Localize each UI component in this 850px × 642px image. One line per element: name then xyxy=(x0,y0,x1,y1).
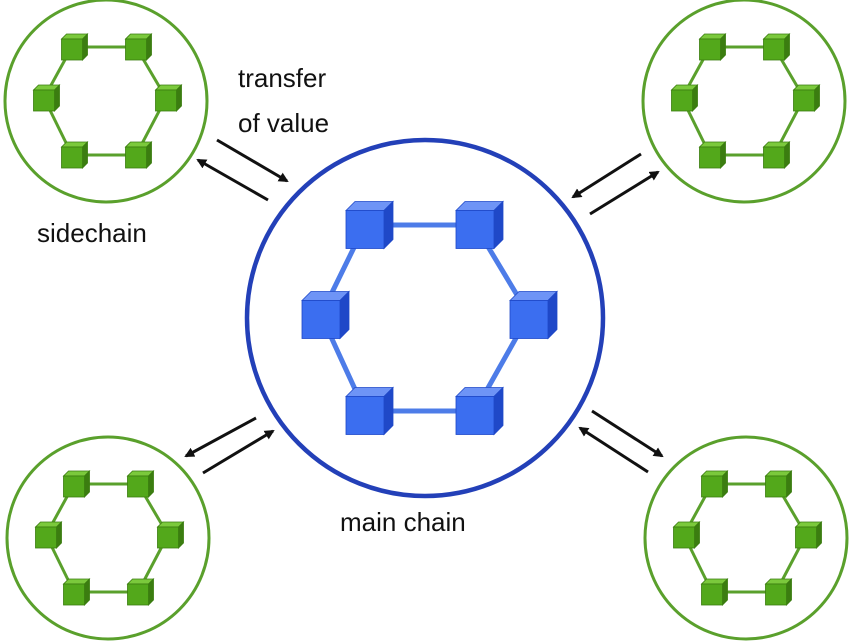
bidirectional-arrow-icon xyxy=(571,152,642,199)
sidechain-bottom-right-ring xyxy=(643,435,849,641)
cube-icon xyxy=(156,521,185,549)
transfer-label-line2: of value xyxy=(238,108,329,138)
cube-icon xyxy=(762,33,791,61)
cube-icon xyxy=(124,141,153,169)
transfer-arrows xyxy=(184,138,664,475)
cube-icon xyxy=(154,84,183,112)
cube-icon xyxy=(62,578,91,606)
cube-icon xyxy=(62,470,91,498)
bidirectional-arrow-icon xyxy=(196,158,269,202)
cube-icon xyxy=(764,578,793,606)
bidirectional-arrow-icon xyxy=(202,429,275,475)
sidechain-bottom-right xyxy=(643,435,849,641)
cube-icon xyxy=(794,521,823,549)
cube-icon xyxy=(455,200,504,250)
main-chain-label: main chain xyxy=(340,507,466,537)
main-chain-links xyxy=(318,222,532,414)
cube-icon xyxy=(792,84,821,112)
cube-icon xyxy=(126,470,155,498)
sidechain-label: sidechain xyxy=(37,218,147,248)
transfer-label-line1: transfer xyxy=(238,63,326,93)
cube-icon xyxy=(698,141,727,169)
cube-icon xyxy=(700,470,729,498)
bidirectional-arrow-icon xyxy=(591,409,664,458)
bidirectional-arrow-icon xyxy=(578,426,649,474)
cube-icon xyxy=(126,578,155,606)
main-chain-network xyxy=(244,137,606,499)
sidechain-bottom-left-links xyxy=(44,482,170,594)
sidechain-networks xyxy=(3,0,849,641)
cube-icon xyxy=(670,84,699,112)
sidechain-top-left-ring xyxy=(3,0,209,204)
cube-icon xyxy=(764,470,793,498)
cube-icon xyxy=(34,521,63,549)
cube-icon xyxy=(509,290,558,340)
sidechain-bottom-left xyxy=(5,435,211,641)
cube-icon xyxy=(698,33,727,61)
sidechain-bottom-left-ring xyxy=(5,435,211,641)
main-chain xyxy=(244,137,606,499)
cube-icon xyxy=(455,386,504,436)
cube-icon xyxy=(32,84,61,112)
bidirectional-arrow-icon xyxy=(184,416,257,458)
bidirectional-arrow-icon xyxy=(589,170,660,216)
sidechain-bottom-right-links xyxy=(682,482,808,594)
sidechain-top-right-ring xyxy=(641,0,847,204)
sidechain-top-right-links xyxy=(680,45,806,157)
cube-icon xyxy=(345,386,394,436)
cube-icon xyxy=(700,578,729,606)
bidirectional-arrow-icon xyxy=(216,138,289,183)
cube-icon xyxy=(762,141,791,169)
main-chain-ring xyxy=(244,137,606,499)
cube-icon xyxy=(60,141,89,169)
sidechain-top-right xyxy=(641,0,847,204)
sidechain-top-left-links xyxy=(42,45,168,157)
cube-icon xyxy=(60,33,89,61)
cube-icon xyxy=(124,33,153,61)
cube-icon xyxy=(301,290,350,340)
cube-icon xyxy=(345,200,394,250)
cube-icon xyxy=(672,521,701,549)
sidechain-top-left xyxy=(3,0,209,204)
